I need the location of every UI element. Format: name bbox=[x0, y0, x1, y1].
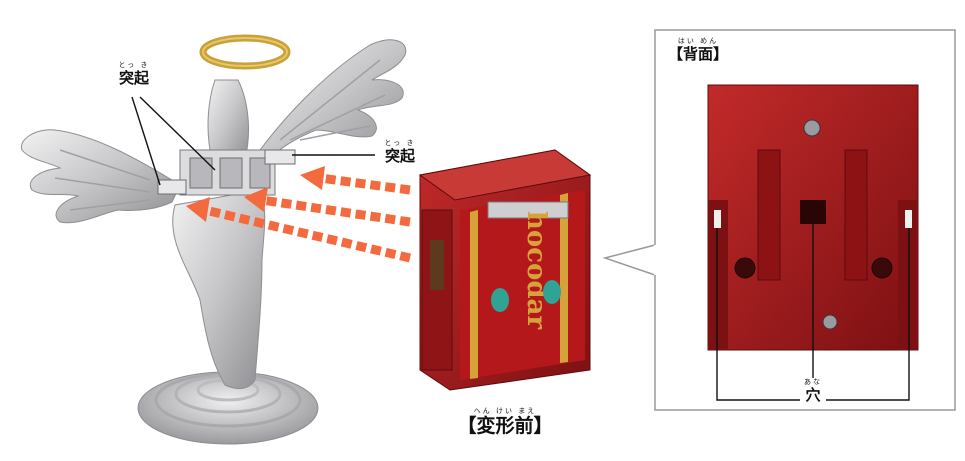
figure-body bbox=[172, 189, 266, 390]
protrusion-left-text: 突起 bbox=[118, 69, 149, 87]
back-view-label: はい めん 【背面】 bbox=[658, 38, 738, 62]
product-logo: hocodar bbox=[521, 211, 551, 329]
arrow-head-3 bbox=[186, 197, 210, 222]
before-transform-ruby: へん けい まえ bbox=[473, 407, 537, 415]
protrusion-right-text: 突起 bbox=[384, 147, 415, 165]
hole-leaders bbox=[716, 224, 910, 401]
protrusion-left-label: とっ き 突起 bbox=[112, 62, 156, 86]
arrow-head-2 bbox=[244, 187, 268, 212]
back-view-text: 【背面】 bbox=[667, 45, 728, 63]
callout-pointer bbox=[602, 244, 656, 276]
protrusion-left-ruby: とっ き bbox=[118, 61, 150, 69]
silver-plate bbox=[487, 201, 569, 219]
protrusion-right-part bbox=[264, 149, 296, 165]
red-block: hocodar bbox=[418, 149, 592, 391]
protrusion-left-leaders bbox=[131, 96, 216, 186]
hole-text: 穴 bbox=[805, 386, 821, 404]
before-transform-text: 【変形前】 bbox=[457, 415, 553, 437]
back-view-ruby: はい めん bbox=[677, 37, 719, 45]
protrusion-left-part bbox=[157, 179, 187, 195]
before-transform-label: へん けい まえ 【変形前】 bbox=[440, 408, 570, 436]
arrow-head-1 bbox=[300, 166, 325, 190]
hole-label: あな 穴 bbox=[796, 379, 830, 403]
insertion-arrows bbox=[203, 173, 412, 263]
angel-figure bbox=[20, 34, 407, 445]
hole-ruby: あな bbox=[804, 378, 822, 386]
left-wing bbox=[20, 129, 181, 224]
protrusion-right-ruby: とっ き bbox=[384, 139, 416, 147]
right-wing bbox=[259, 39, 407, 161]
protrusion-right-label: とっ き 突起 bbox=[378, 140, 422, 164]
